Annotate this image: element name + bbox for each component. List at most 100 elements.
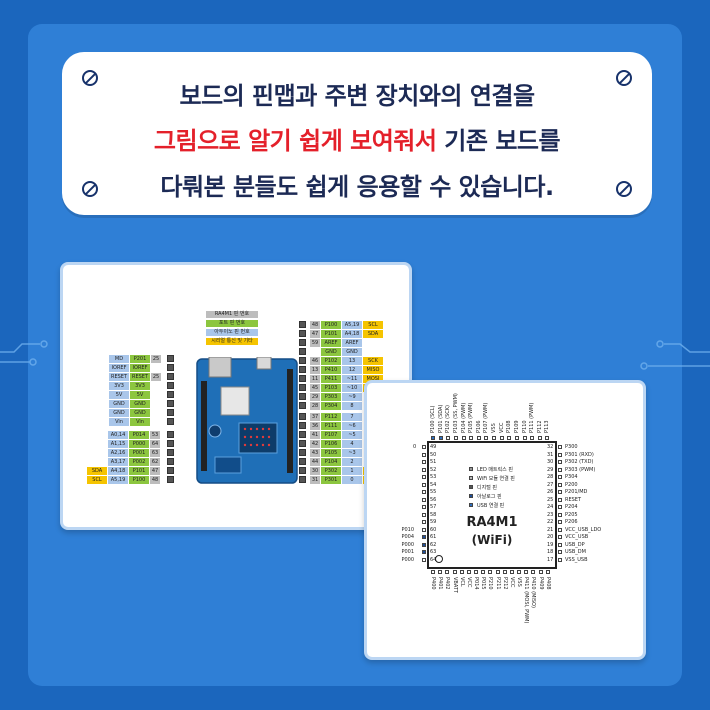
chip-pin-number: 55 — [430, 489, 437, 495]
pinmap-legend-item: 아두이노 핀 번호 — [206, 329, 258, 336]
chip-pin-label: P206 — [565, 519, 578, 525]
chip-pin-label: USB_DP — [565, 541, 585, 548]
header-pin — [299, 375, 306, 382]
pin-label: 31 — [310, 476, 320, 484]
chip-pin-label: P110 — [521, 420, 528, 433]
pin-label: Vin — [109, 418, 129, 426]
header-pin — [167, 373, 174, 380]
pin-label: P104 — [321, 458, 341, 466]
chip-pin — [509, 570, 514, 574]
chip-legend-item: WiFi 모듈 연결 핀 — [477, 476, 515, 482]
headline-line-2-rest: 기존 보드를 — [436, 127, 561, 155]
chip-pin — [431, 436, 435, 440]
chip-pin-label: P302 (TXD) — [565, 459, 594, 465]
pin-label: Vin — [130, 418, 150, 426]
chip-pin — [517, 570, 522, 574]
chip-pin-label: P000 — [401, 541, 414, 548]
chip-pin — [507, 436, 512, 440]
pin-label: A3,17 — [108, 458, 128, 466]
header-pin — [299, 339, 306, 346]
chip-pin-label: USB_DM — [565, 549, 586, 555]
chip-legend-item: LED 매트릭스 핀 — [477, 467, 513, 473]
legend-swatch — [469, 485, 473, 489]
chip-pin-label: P109 — [513, 420, 520, 433]
chip-subtitle: (WiFi) — [471, 533, 513, 547]
chip-pin-label: 0 — [413, 444, 417, 450]
chip-pin-number: 54 — [430, 481, 437, 488]
chip-pin-label: P107 (PWM) — [483, 402, 490, 433]
chip-pin — [422, 497, 426, 502]
pin-label: A1,15 — [108, 440, 128, 448]
pin-label: 37 — [310, 413, 320, 421]
chip-pin-number: 21 — [547, 526, 554, 533]
header-pin — [299, 440, 306, 447]
chip-pin-number: 24 — [547, 504, 554, 510]
chip-pin — [514, 436, 519, 440]
pin-label: 2 — [342, 458, 362, 466]
chip-pin — [469, 436, 474, 440]
chip-pin-label: P409 — [537, 577, 544, 590]
chip-pin-label: P402 — [444, 577, 451, 590]
chip-pin — [422, 490, 426, 494]
pin-label: ~10 — [342, 384, 362, 392]
pin-label: 36 — [310, 422, 320, 430]
chip-pin-label: P303 (PWM) — [565, 466, 596, 473]
headline-highlight: 그림으로 알기 쉽게 보여줘서 — [153, 127, 437, 155]
chip-pin — [495, 570, 500, 574]
chip-pin-label: P010 — [401, 526, 414, 533]
pin-label: 11 — [310, 375, 320, 383]
header-pin — [167, 431, 174, 438]
chip-pin-label: P113 — [544, 420, 551, 433]
pin-label: 63 — [150, 449, 160, 457]
chip-pin-number: 49 — [430, 444, 437, 450]
chip-pin — [484, 436, 489, 440]
chip-pin-number: 56 — [430, 496, 437, 503]
chip-pin-label: RESET — [565, 496, 582, 503]
pin-label: P100 — [129, 476, 149, 484]
header-pin — [167, 409, 174, 416]
chip-pin-label: P408 — [544, 577, 551, 590]
chip-pin-number: 50 — [430, 451, 437, 458]
pin-label: P107 — [321, 431, 341, 439]
chip-pin — [422, 467, 426, 472]
pin-label: 42 — [310, 440, 320, 448]
header-pin — [167, 355, 174, 362]
pin-label: ~6 — [342, 422, 362, 430]
chip-pin — [422, 475, 426, 479]
headline-banner: 보드의 핀맵과 주변 장치와의 연결을 그림으로 알기 쉽게 보여줘서 기존 보… — [62, 52, 652, 215]
legend-swatch — [469, 494, 473, 498]
chip-pin-label: P211 — [494, 577, 501, 590]
header-pin — [167, 364, 174, 371]
pin-label: ~5 — [342, 431, 362, 439]
chip-pin-number: 60 — [430, 526, 437, 533]
header-pin — [167, 382, 174, 389]
pin-label: RESET — [109, 373, 129, 381]
chip-legend-item: 아날로그 핀 — [477, 494, 502, 500]
pin-label: P111 — [321, 422, 341, 430]
pin-label: P112 — [321, 413, 341, 421]
pin-label: SCL — [87, 476, 107, 484]
pin-label: P106 — [321, 440, 341, 448]
pin-label: P001 — [129, 449, 149, 457]
pin-label: A4,18 — [108, 467, 128, 475]
chip-pin-label: P204 — [565, 504, 578, 510]
header-pin — [299, 330, 306, 337]
chip-pin — [558, 535, 562, 539]
chip-pin — [422, 542, 426, 547]
pin-label: 28 — [310, 402, 320, 410]
chip-pin-number: 57 — [430, 504, 437, 510]
chip-pin — [558, 452, 562, 457]
chip-pin-label: P015 — [480, 577, 487, 590]
header-pin — [299, 422, 306, 429]
chip-pin-number: 58 — [430, 511, 437, 518]
pin-label: MOSI — [363, 375, 383, 383]
chip-pin — [422, 527, 426, 532]
chip-pin — [558, 490, 562, 494]
pin-label: IOREF — [130, 364, 150, 372]
chip-pin-label: P400 — [430, 577, 436, 590]
chip-pin — [558, 460, 562, 464]
pin-label: 47 — [150, 467, 160, 475]
pin-label: 46 — [310, 357, 320, 365]
